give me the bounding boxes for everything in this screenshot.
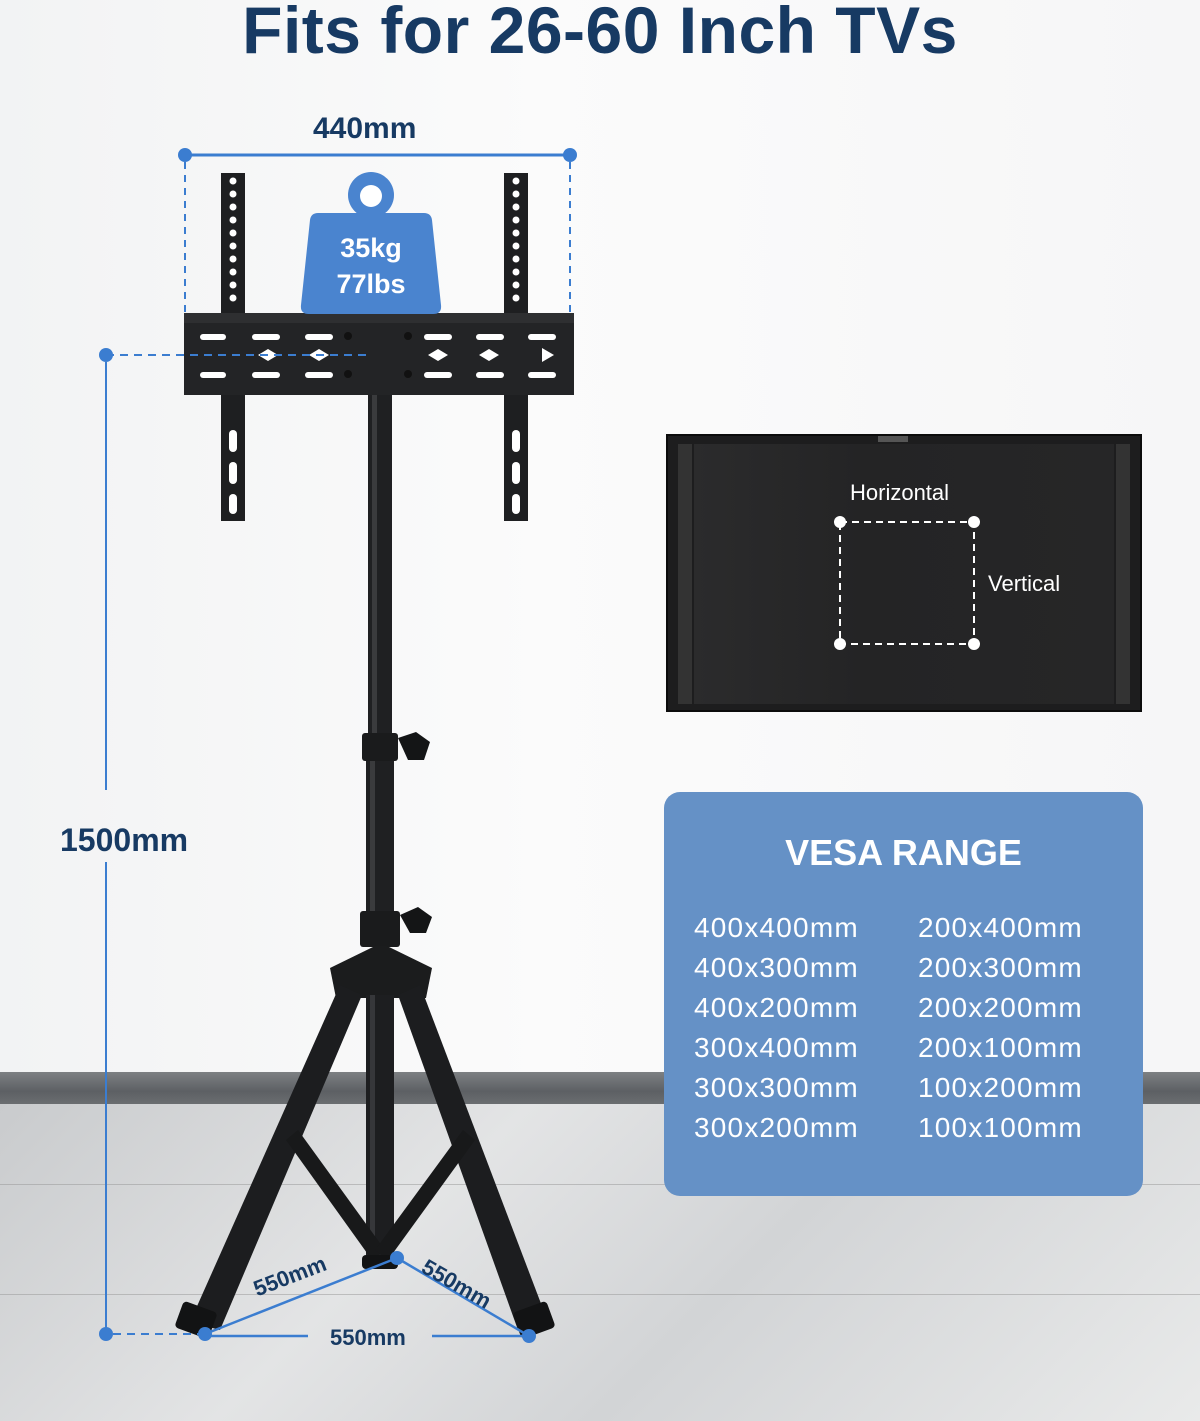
vesa-range-panel: VESA RANGE 400x400mm 200x400mm 400x300mm… — [664, 792, 1143, 1196]
page-title: Fits for 26-60 Inch TVs — [242, 0, 958, 67]
vesa-size: 100x200mm — [918, 1072, 1083, 1103]
vesa-size: 100x100mm — [918, 1112, 1083, 1143]
vesa-size: 300x200mm — [694, 1112, 859, 1143]
weight-kg: 35kg — [340, 233, 402, 263]
base-dimension-label: 550mm — [330, 1325, 406, 1350]
vertical-label: Vertical — [988, 571, 1061, 596]
vesa-size-list: 400x400mm 200x400mm 400x300mm 200x300mm … — [694, 908, 1142, 1148]
horizontal-label: Horizontal — [850, 480, 950, 505]
tv-back-diagram: Horizontal Vertical — [666, 434, 1142, 712]
vesa-pattern-diagram — [834, 436, 980, 650]
weight-lbs: 77lbs — [336, 269, 406, 299]
vesa-size: 300x400mm — [694, 1032, 859, 1063]
vesa-range-title: VESA RANGE — [785, 832, 1022, 873]
vesa-size: 400x300mm — [694, 952, 859, 983]
vesa-size: 200x100mm — [918, 1032, 1083, 1063]
vesa-size: 200x300mm — [918, 952, 1083, 983]
vesa-size: 400x400mm — [694, 912, 859, 943]
vesa-size: 300x300mm — [694, 1072, 859, 1103]
vesa-size: 400x200mm — [694, 992, 859, 1023]
height-dimension-label: 1500mm — [60, 822, 189, 858]
weight-capacity-label: 35kg 77lbs — [303, 230, 439, 302]
width-dimension-label: 440mm — [313, 112, 417, 145]
vesa-size: 200x200mm — [918, 992, 1083, 1023]
weight-icon — [300, 172, 442, 314]
vesa-size: 200x400mm — [918, 912, 1083, 943]
